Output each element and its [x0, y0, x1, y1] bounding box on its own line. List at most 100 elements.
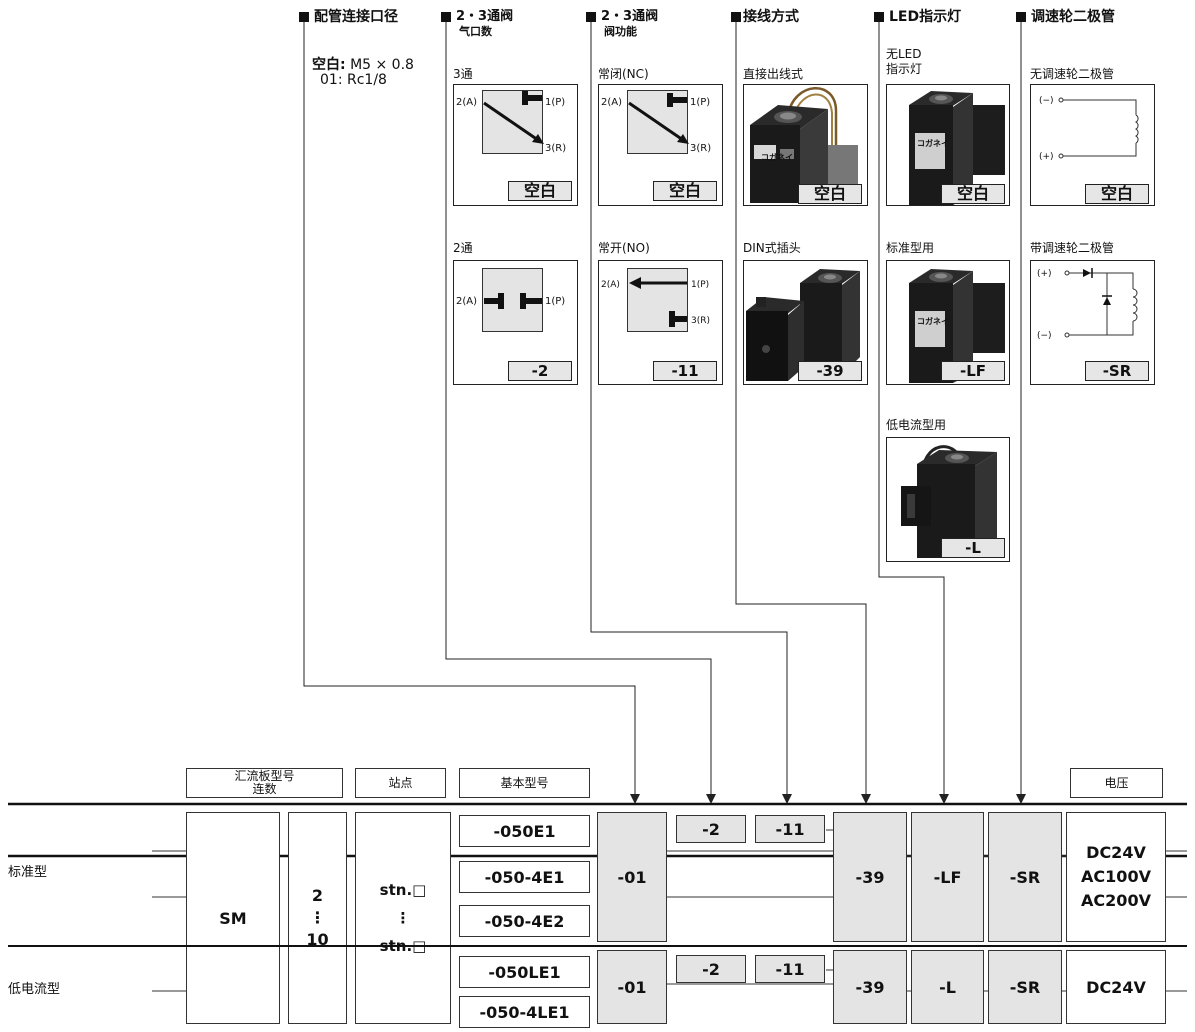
port-label: 1(P) [545, 97, 566, 108]
option-code: 空白 [653, 181, 717, 201]
header-square [299, 12, 309, 22]
low-port-cell: -01 [597, 950, 667, 1024]
option-no-title: 常开(NO) [598, 241, 650, 255]
header-ports-l2: 气口数 [459, 25, 492, 38]
option-nc-title: 常闭(NC) [598, 67, 649, 81]
option-diode-card[interactable]: (+) (−) -SR [1030, 260, 1155, 385]
port-rc-value: Rc1/8 [346, 72, 387, 88]
port-option-blank: 空白: M5 × 0.8 [312, 54, 414, 74]
colhdr-manifold: 汇流板型号 连数 [186, 768, 343, 798]
valve-symbol [628, 93, 689, 144]
port-label: 2(A) [601, 280, 620, 290]
option-code: -LF [941, 361, 1005, 381]
row-separator [8, 945, 1187, 947]
voltage-value: DC24V [1086, 843, 1146, 862]
option-code: -SR [1085, 361, 1149, 381]
option-stdled-card[interactable]: コガネイ -LF [886, 260, 1010, 385]
option-noled-card[interactable]: コガネイ 空白 [886, 84, 1010, 206]
table-top-rule [8, 803, 1187, 805]
option-direct-card[interactable]: コガネイ 空白 [743, 84, 868, 206]
option-nodiode-card[interactable]: (−) (+) 空白 [1030, 84, 1155, 206]
option-no-card[interactable]: 2(A) 1(P) 3(R) -11 [598, 260, 723, 385]
option-code: -11 [653, 361, 717, 381]
header-led: LED指示灯 [889, 9, 962, 25]
option-nodiode-title: 无调速轮二极管 [1030, 67, 1115, 81]
terminal-plus: (+) [1039, 152, 1054, 162]
valve-symbol [484, 293, 542, 309]
option-noled-title-l2: 指示灯 [886, 62, 923, 76]
count-dots: ⋮ [309, 908, 326, 927]
header-square [441, 12, 451, 22]
port-label: 2(A) [456, 296, 478, 307]
option-din-card[interactable]: -39 [743, 260, 868, 385]
port-blank-key: 空白: [312, 57, 346, 73]
model-cell: -050-4E1 [459, 861, 590, 893]
option-din-title: DIN式插头 [743, 241, 801, 255]
terminal-plus: (+) [1037, 269, 1052, 279]
colhdr-voltage: 电压 [1070, 768, 1163, 798]
header-func-l2: 阀功能 [604, 25, 637, 38]
station-top: stn.□ [379, 881, 427, 899]
valve-symbol [483, 91, 544, 144]
model-cell: -050-4E2 [459, 905, 590, 937]
count-max: 10 [306, 930, 329, 949]
std-diode-cell: -SR [988, 812, 1062, 942]
colhdr-station: 站点 [355, 768, 446, 798]
row-label-standard: 标准型 [8, 865, 48, 880]
option-direct-title: 直接出线式 [743, 67, 804, 81]
option-ports2-card[interactable]: 2(A) 1(P) -2 [453, 260, 578, 385]
option-nc-card[interactable]: 2(A) 1(P) 3(R) 空白 [598, 84, 723, 206]
low-led-cell: -L [911, 950, 984, 1024]
std-two-cell: -2 [676, 815, 746, 843]
header-func-l1: 2・3通阀 [601, 9, 659, 24]
port-label: 1(P) [545, 296, 566, 307]
header-square [586, 12, 596, 22]
colhdr-base: 基本型号 [459, 768, 590, 798]
low-voltage-cell: DC24V [1066, 950, 1166, 1024]
low-no-cell: -11 [755, 955, 825, 983]
port-label: 2(A) [456, 97, 478, 108]
header-square [1016, 12, 1026, 22]
voltage-value: AC200V [1081, 891, 1151, 910]
low-two-cell: -2 [676, 955, 746, 983]
port-label: 2(A) [601, 97, 623, 108]
diode-schematic [1064, 268, 1138, 338]
option-code: -2 [508, 361, 572, 381]
option-lowled-card[interactable]: -L [886, 437, 1010, 562]
option-diode-title: 带调速轮二极管 [1030, 241, 1115, 255]
terminal-minus: (−) [1039, 96, 1054, 106]
brand-label: コガネイ [917, 139, 949, 148]
low-wiring-cell: -39 [833, 950, 907, 1024]
header-square [874, 12, 884, 22]
option-code: -L [941, 538, 1005, 558]
option-ports2-title: 2通 [453, 241, 473, 255]
model-cell: -050E1 [459, 815, 590, 847]
option-code: 空白 [798, 184, 862, 204]
count-min: 2 [311, 886, 324, 905]
option-stdled-title: 标准型用 [886, 241, 935, 255]
din-photo [746, 269, 860, 381]
option-code: -39 [798, 361, 862, 381]
std-no-cell: -11 [755, 815, 825, 843]
port-label: 3(R) [545, 143, 567, 154]
port-label: 3(R) [690, 143, 712, 154]
terminal-minus: (−) [1037, 331, 1052, 341]
header-port: 配管连接口径 [314, 9, 398, 25]
port-label: 1(P) [690, 97, 711, 108]
row-label-low: 低电流型 [8, 982, 61, 997]
voltage-value: AC100V [1081, 867, 1151, 886]
model-cell: -050LE1 [459, 956, 590, 988]
std-voltage-cell: DC24V AC100V AC200V [1066, 812, 1166, 942]
model-cell: -050-4LE1 [459, 996, 590, 1028]
count-cell: 2 ⋮ 10 [288, 812, 347, 1024]
brand-label: コガネイ [917, 317, 949, 326]
option-ports3-card[interactable]: 2(A) 1(P) 3(R) 空白 [453, 84, 578, 206]
valve-symbol [629, 277, 687, 327]
solenoid-photo [750, 87, 858, 203]
header-ports-l1: 2・3通阀 [456, 9, 514, 24]
header-square [731, 12, 741, 22]
header-wiring: 接线方式 [743, 9, 799, 25]
port-option-rc: 01: Rc1/8 [320, 72, 387, 88]
option-code: 空白 [941, 184, 1005, 204]
option-noled-title-l1: 无LED [886, 47, 922, 61]
